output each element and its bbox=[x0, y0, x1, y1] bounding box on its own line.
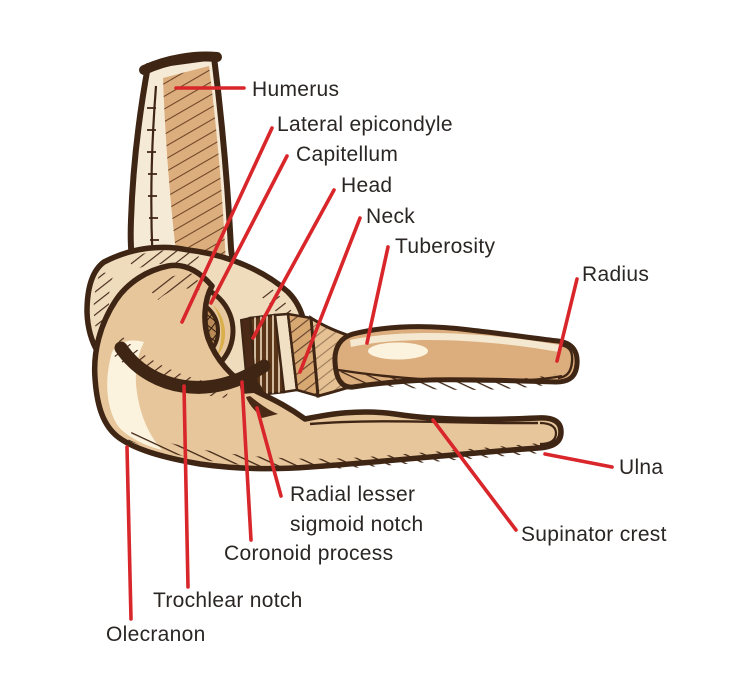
label-olecranon: Olecranon bbox=[106, 623, 206, 646]
leader-olecranon bbox=[125, 445, 133, 621]
olecranon-highlight bbox=[107, 340, 162, 450]
label-tuberosity: Tuberosity bbox=[395, 235, 496, 258]
leader-coronoid-process bbox=[240, 380, 253, 542]
coronoid-shadow bbox=[239, 372, 264, 394]
gold-sliver bbox=[213, 305, 226, 357]
leader-lines bbox=[125, 86, 614, 621]
label-capitellum: Capitellum bbox=[296, 143, 399, 166]
label-coronoid-process: Coronoid process bbox=[224, 542, 394, 565]
label-radius: Radius bbox=[582, 263, 650, 286]
radius-highlight bbox=[368, 342, 428, 360]
label-trochlear-notch: Trochlear notch bbox=[153, 589, 303, 612]
leader-capitellum bbox=[209, 154, 289, 305]
leader-supinator-crest bbox=[431, 418, 518, 532]
label-humerus: Humerus bbox=[252, 78, 340, 101]
leader-radial-lesser-sigmoid-notch bbox=[255, 406, 283, 498]
radial-notch-shadow bbox=[246, 396, 278, 418]
humerus-top-cap bbox=[139, 51, 222, 75]
leader-lateral-epicondyle bbox=[180, 126, 274, 324]
label-neck: Neck bbox=[366, 205, 416, 228]
leader-head bbox=[251, 188, 336, 340]
radius-bone bbox=[332, 324, 580, 390]
label-head: Head bbox=[341, 174, 393, 197]
leader-ulna bbox=[543, 452, 614, 469]
leader-tuberosity bbox=[365, 245, 390, 345]
humerus-ticks bbox=[147, 107, 159, 241]
leader-trochlear-notch bbox=[182, 384, 190, 589]
label-lateral-epicondyle: Lateral epicondyle bbox=[277, 113, 453, 136]
humerus-bone bbox=[127, 51, 265, 309]
label-radial-lesser-sigmoid-notch: Radial lesser sigmoid notch bbox=[290, 483, 424, 536]
label-ulna: Ulna bbox=[619, 456, 664, 479]
leader-radius bbox=[555, 277, 579, 363]
leader-neck bbox=[298, 216, 362, 374]
label-supinator-crest: Supinator crest bbox=[521, 523, 667, 546]
